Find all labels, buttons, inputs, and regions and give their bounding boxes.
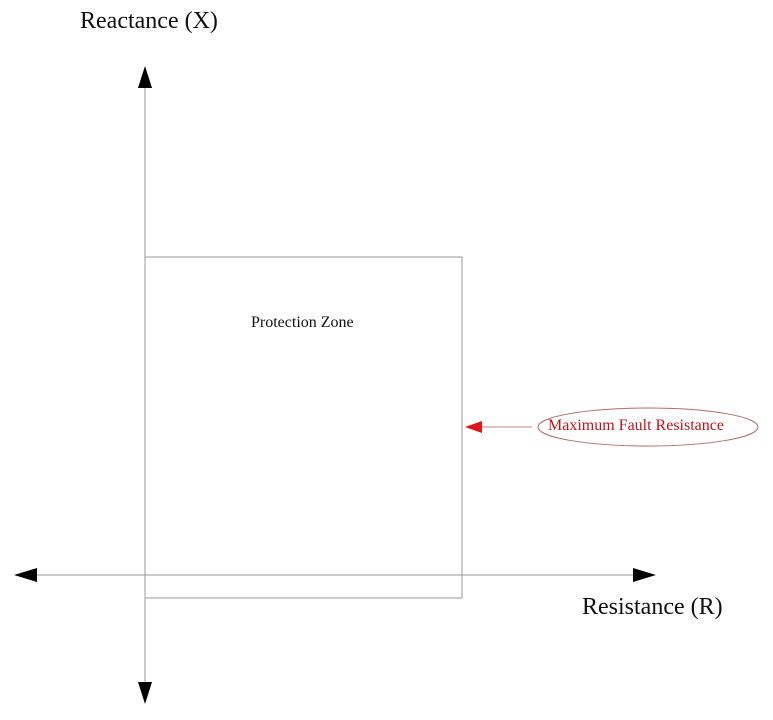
y-axis-up-arrow-icon bbox=[138, 66, 152, 88]
annotation-ellipse bbox=[537, 407, 759, 447]
y-axis-down-arrow-icon bbox=[138, 682, 152, 704]
y-axis-label: Reactance (X) bbox=[80, 8, 218, 34]
x-axis-left-arrow-icon bbox=[14, 568, 37, 582]
protection-zone-rect bbox=[144, 256, 463, 599]
max-fault-resistance-label: Maximum Fault Resistance bbox=[548, 417, 724, 434]
annotation-arrow-icon bbox=[465, 421, 482, 433]
protection-zone-label: Protection Zone bbox=[251, 314, 354, 331]
x-axis-right-arrow-icon bbox=[633, 568, 656, 582]
x-axis-label: Resistance (R) bbox=[582, 594, 723, 620]
